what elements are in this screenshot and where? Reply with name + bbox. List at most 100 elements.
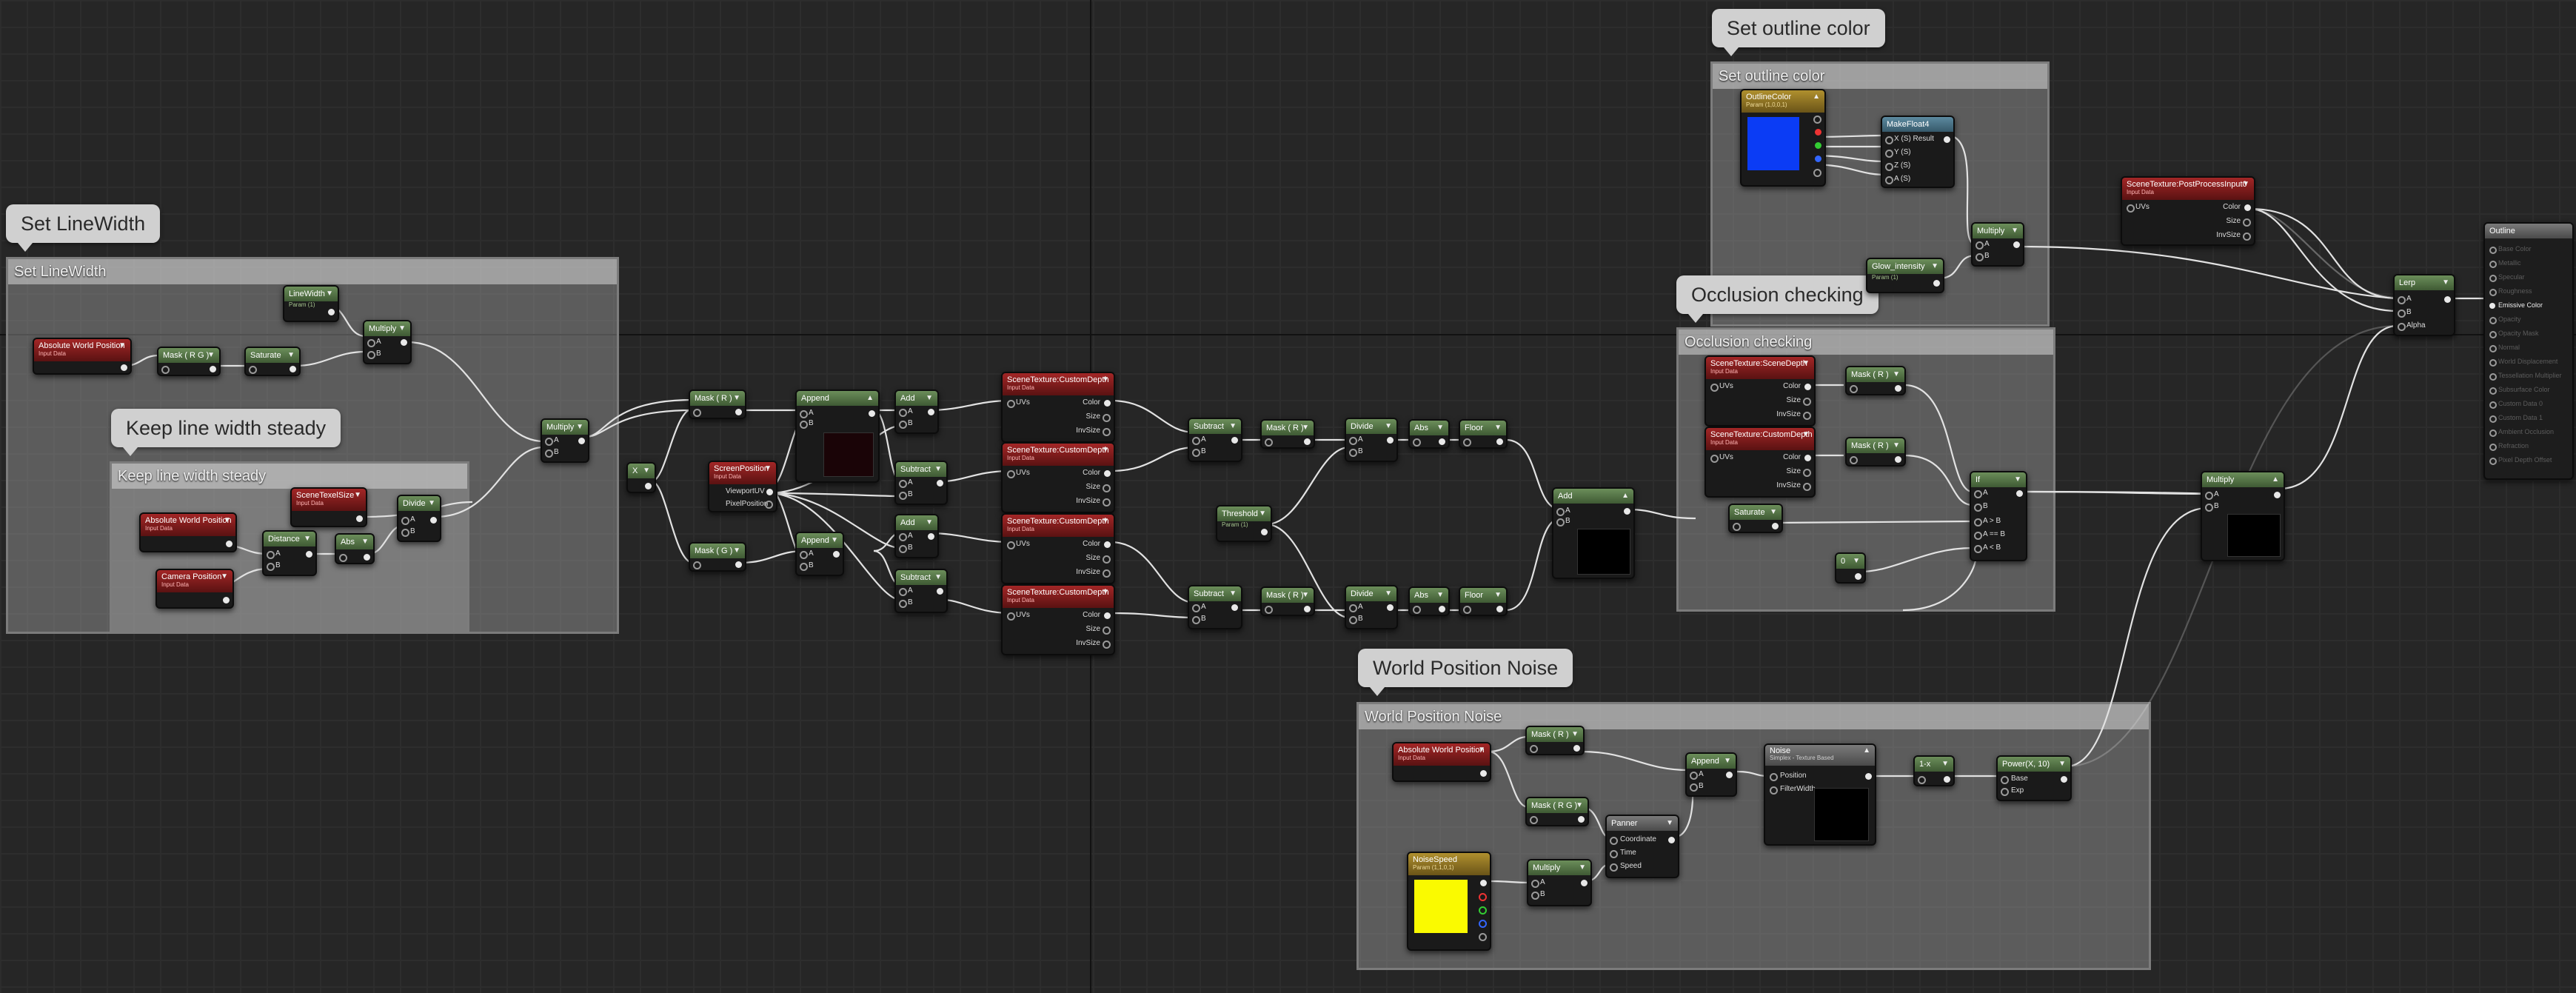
chevron-down-icon[interactable]: ▼ [1229, 422, 1237, 430]
input-pin-z[interactable] [1885, 163, 1893, 171]
chevron-down-icon[interactable]: ▼ [361, 538, 369, 546]
input-pin-a[interactable] [367, 339, 375, 347]
result-pin-row[interactable]: Specular [2488, 273, 2569, 284]
chevron-down-icon[interactable]: ▼ [221, 572, 228, 581]
threshold-param-node[interactable]: Threshold▼Param (1) [1216, 505, 1272, 542]
input-pin-b[interactable] [1349, 449, 1357, 457]
output-pin[interactable] [1480, 770, 1487, 777]
result-pin-row[interactable]: Custom Data 0 [2488, 399, 2569, 411]
input-pin-x[interactable] [1885, 136, 1893, 144]
mask-r-node[interactable]: Mask ( R )▼ [689, 389, 746, 419]
input-pin[interactable] [2489, 458, 2497, 465]
input-pin-b[interactable] [2398, 310, 2406, 318]
input-pin[interactable] [2489, 444, 2497, 451]
mask-r-node[interactable]: Mask ( R )▼ [1845, 437, 1906, 467]
output-pin-rgba[interactable] [1480, 880, 1487, 886]
output-pin-g[interactable] [1815, 142, 1821, 149]
input-pin-uvs[interactable] [1710, 384, 1719, 392]
chevron-down-icon[interactable]: ▼ [428, 499, 435, 507]
chevron-down-icon[interactable]: ▼ [1770, 508, 1777, 516]
input-pin[interactable] [1265, 606, 1273, 614]
output-pin-r[interactable] [1479, 893, 1487, 901]
output-pin[interactable] [1578, 816, 1585, 823]
input-pin-b[interactable] [899, 492, 907, 500]
input-pin-b[interactable] [1531, 892, 1539, 900]
input-pin[interactable] [2489, 289, 2497, 296]
result-pin-row[interactable]: Ambient Occlusion [2488, 427, 2569, 439]
input-pin-uvs[interactable] [1007, 612, 1015, 621]
input-pin-b[interactable] [1690, 783, 1698, 792]
chevron-down-icon[interactable]: ▼ [733, 394, 740, 402]
output-pin-invsize[interactable] [2243, 233, 2251, 241]
input-pin[interactable] [2489, 303, 2495, 309]
chevron-down-icon[interactable]: ▼ [287, 351, 295, 359]
input-pin[interactable] [693, 409, 701, 417]
result-pin-row[interactable]: World Displacement [2488, 357, 2569, 369]
input-pin-time[interactable] [1610, 850, 1618, 858]
output-pin-invsize[interactable] [1803, 412, 1811, 420]
output-pin[interactable] [1304, 606, 1311, 612]
input-pin-b[interactable] [401, 529, 409, 537]
input-pin-a[interactable] [1885, 176, 1893, 184]
output-pin-size[interactable] [1103, 484, 1111, 492]
input-pin[interactable] [1463, 606, 1471, 614]
input-pin-base[interactable] [2001, 776, 2009, 784]
chevron-down-icon[interactable]: ▼ [934, 465, 942, 473]
output-pin[interactable] [328, 309, 335, 315]
output-pin-b[interactable] [1815, 156, 1821, 162]
input-pin-a[interactable] [1531, 880, 1539, 888]
output-pin-invsize[interactable] [1103, 428, 1111, 436]
output-pin-viewportuv[interactable] [766, 489, 773, 495]
input-pin-uvs[interactable] [1007, 400, 1015, 408]
output-pin[interactable] [306, 551, 312, 558]
input-pin[interactable] [1413, 606, 1421, 614]
output-pin[interactable] [1855, 573, 1861, 580]
input-pin-b[interactable] [1974, 504, 1982, 512]
output-pin[interactable] [1895, 456, 1901, 463]
output-pin[interactable] [1387, 604, 1394, 611]
floor-node[interactable]: Floor▼ [1459, 419, 1508, 449]
output-pin[interactable] [937, 480, 943, 487]
input-pin-uvs[interactable] [1007, 541, 1015, 549]
input-pin-a[interactable] [2205, 492, 2213, 500]
chevron-down-icon[interactable]: ▲ [1622, 492, 1629, 500]
output-pin[interactable] [1933, 280, 1940, 287]
input-pin[interactable] [2489, 387, 2497, 395]
input-pin-b[interactable] [267, 563, 275, 571]
output-pin[interactable] [1304, 438, 1311, 445]
input-pin[interactable] [2489, 261, 2497, 268]
input-pin-a[interactable] [899, 533, 907, 541]
input-pin[interactable] [1530, 816, 1538, 824]
chevron-down-icon[interactable]: ▼ [1941, 760, 1949, 768]
result-pin-row[interactable]: Custom Data 1 [2488, 413, 2569, 425]
input-pin[interactable] [339, 554, 347, 562]
chevron-down-icon[interactable]: ▼ [1853, 557, 1860, 565]
output-pin[interactable] [1496, 438, 1503, 445]
input-pin[interactable] [1918, 776, 1926, 784]
output-pin[interactable] [1624, 508, 1630, 515]
chevron-down-icon[interactable]: ▼ [576, 423, 583, 431]
output-pin[interactable] [735, 561, 742, 568]
input-pin-uvs[interactable] [2127, 204, 2135, 213]
output-pin[interactable] [735, 409, 742, 415]
output-pin[interactable] [578, 438, 585, 444]
input-pin-agtb[interactable] [1974, 518, 1982, 526]
chevron-down-icon[interactable]: ▼ [1724, 757, 1731, 765]
output-pin[interactable] [645, 483, 652, 489]
chevron-down-icon[interactable]: ▼ [1893, 441, 1900, 449]
input-pin-a[interactable] [899, 588, 907, 596]
chevron-down-icon[interactable]: ▼ [1302, 424, 1309, 432]
input-pin-a[interactable] [401, 517, 409, 525]
output-pin-a[interactable] [1479, 933, 1487, 941]
